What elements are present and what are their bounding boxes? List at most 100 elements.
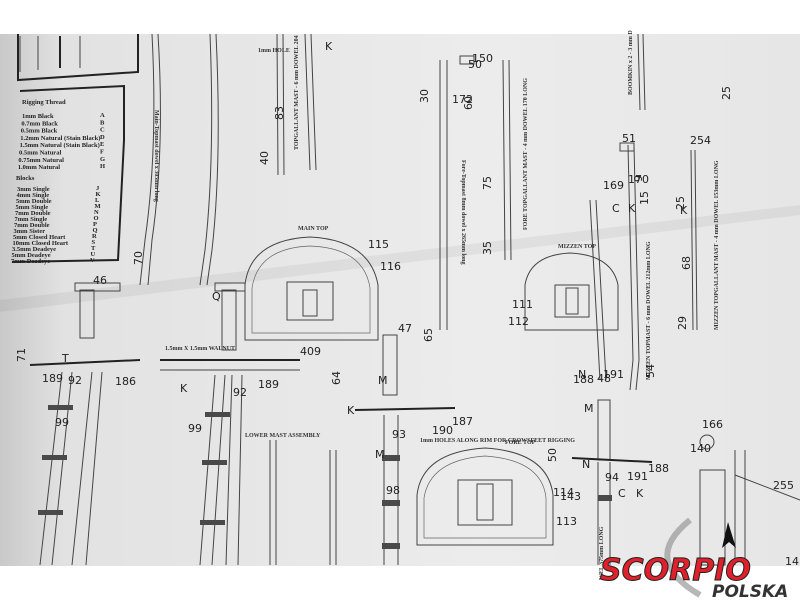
logo-brand: SCORPIO — [600, 553, 751, 588]
part-number-label: 172 — [452, 93, 473, 106]
part-number-label: 83 — [273, 106, 286, 120]
part-number-label: 65 — [422, 328, 435, 342]
caption-walnut: 1.5mm X 1.5mm WALNUT — [165, 346, 235, 352]
part-number-label: 112 — [508, 315, 529, 328]
legend-block-code: S — [92, 239, 96, 246]
block-letter-label: T — [61, 352, 69, 365]
legend-block-item: 5mm Closed Heart — [13, 234, 66, 241]
part-number-label: 111 — [512, 298, 533, 311]
part-number-label: 187 — [452, 415, 473, 428]
fore-top-label: FORE TOP — [505, 440, 536, 446]
legend-rigging-item: 1.5mm Natural (Stain Black) — [20, 142, 100, 149]
legend-block-item: 3mm Single — [17, 186, 50, 193]
captions: Main-Topmast dowel x 305mm long TOPGALLA… — [153, 30, 720, 580]
caption-lower-mast: LOWER MAST ASSEMBLY — [245, 433, 321, 439]
part-number-label: 189 — [42, 372, 63, 385]
legend-block-code: R — [92, 233, 97, 240]
legend-rigging-code: D — [100, 134, 105, 141]
caption-mizzen-topmast: MIZZEN TOPMAST - 6 mm DOWEL 212mm LONG — [646, 241, 652, 380]
legend-blocks-title: Blocks — [16, 175, 35, 182]
part-number-label: 29 — [676, 316, 689, 330]
legend-block-item: 4mm Single — [17, 192, 50, 199]
part-number-label: 188 — [573, 373, 594, 386]
part-number-label: 64 — [330, 371, 343, 385]
legend-block-code: Q — [93, 227, 98, 234]
legend-block-code: J — [96, 185, 100, 192]
part-number-label: 50 — [468, 58, 482, 71]
part-number-label: 92 — [68, 374, 82, 387]
part-number-label: 51 — [622, 132, 636, 145]
legend-rigging-code: B — [100, 119, 105, 126]
caption-fore-topmast: Fore-Topmast 8mm dowel x 265mm long — [460, 160, 466, 265]
part-number-label: 60 — [462, 96, 475, 110]
part-number-label: 170 — [628, 173, 649, 186]
part-number-label: 140 — [690, 442, 711, 455]
caption-hole: 1mm HOLE — [258, 48, 290, 54]
legend-block-item: 7mm Double — [15, 210, 51, 217]
legend-block-code: U — [91, 251, 96, 258]
legend-block-item: 5mm Single — [16, 204, 49, 211]
legend-block-code: T — [91, 245, 96, 252]
part-number-label: 47 — [398, 322, 412, 335]
legend-block-code: M — [95, 203, 101, 210]
part-number-label: 188 — [648, 462, 669, 475]
block-letter-label: K — [636, 487, 644, 500]
legend-block-code: N — [94, 209, 99, 216]
main-top: MAIN TOP — [244, 226, 379, 341]
topmast-drawings — [139, 33, 698, 391]
caption-fore-topgallant: FORE TOPGALLANT MAST - 4 mm DOWEL 170 LO… — [523, 78, 529, 230]
legend-rigging-title: Rigging Thread — [22, 99, 66, 106]
part-number-label: 99 — [188, 422, 202, 435]
part-number-label: 46 — [93, 274, 107, 287]
legend-rigging-item: 0.5mm Black — [21, 128, 58, 135]
legend-block-code: L — [95, 197, 100, 204]
legend-block-item: 10mm Closed Heart — [13, 240, 69, 247]
part-number-label: 189 — [258, 378, 279, 391]
part-number-label: 190 — [432, 424, 453, 437]
legend-block-item: 5mm Deadeye — [12, 252, 51, 259]
caption-crowsfeet: 1mm HOLES ALONG RIM FOR CROWSFEET RIGGIN… — [420, 438, 575, 444]
part-number-label: 25 — [674, 196, 687, 210]
part-number-label: 15 — [638, 191, 651, 205]
part-number-label: 48 — [597, 372, 611, 385]
lower-masts — [29, 282, 800, 566]
block-letter-label: K — [325, 40, 333, 53]
part-number-label: 50 — [546, 448, 559, 462]
block-letter-label: M — [375, 448, 385, 461]
block-letter-label: M — [378, 374, 388, 387]
part-number-label: 75 — [481, 176, 494, 190]
block-letter-label: K — [680, 204, 688, 217]
caption-lower-dowel: WEL 375mm LONG — [599, 526, 605, 580]
part-number-label: 169 — [603, 179, 624, 192]
main-top-label: MAIN TOP — [298, 226, 329, 232]
legend-rigging-code: C — [100, 127, 105, 134]
part-number-label: 143 — [560, 490, 581, 503]
block-letter-label: K — [628, 202, 636, 215]
legend-block-item: 7mm Deadeye — [11, 258, 50, 265]
legend-rigging-code: E — [100, 141, 104, 148]
part-number-label: 255 — [773, 479, 794, 492]
part-number-label: 166 — [702, 418, 723, 431]
legend-rigging-item: 0.7mm Black — [21, 120, 58, 127]
part-number-label: 115 — [368, 238, 389, 251]
logo-sub: POLSKA — [712, 582, 788, 600]
part-number-label: 141 — [785, 555, 800, 568]
part-number-label: 254 — [690, 134, 711, 147]
part-number-label: 113 — [556, 515, 577, 528]
part-number-label: 70 — [132, 251, 145, 265]
block-letter-label: N — [578, 368, 586, 381]
legend-rigging-item: 1mm Black — [22, 113, 54, 120]
paper-sheet — [0, 34, 800, 566]
caption-main-topmast: Main-Topmast dowel x 305mm long — [153, 110, 159, 202]
legend-rigging-code: G — [100, 156, 105, 163]
part-number-label: 114 — [553, 486, 574, 499]
caption-boomkin: BOOMKIN x 2 - 3 mm D — [628, 30, 634, 95]
legend-rigging-code: H — [100, 163, 105, 170]
block-letter-label: M — [584, 402, 594, 415]
part-number-label: 191 — [627, 470, 648, 483]
part-number-label: 9 — [632, 175, 645, 182]
part-number-label: 30 — [418, 89, 431, 103]
